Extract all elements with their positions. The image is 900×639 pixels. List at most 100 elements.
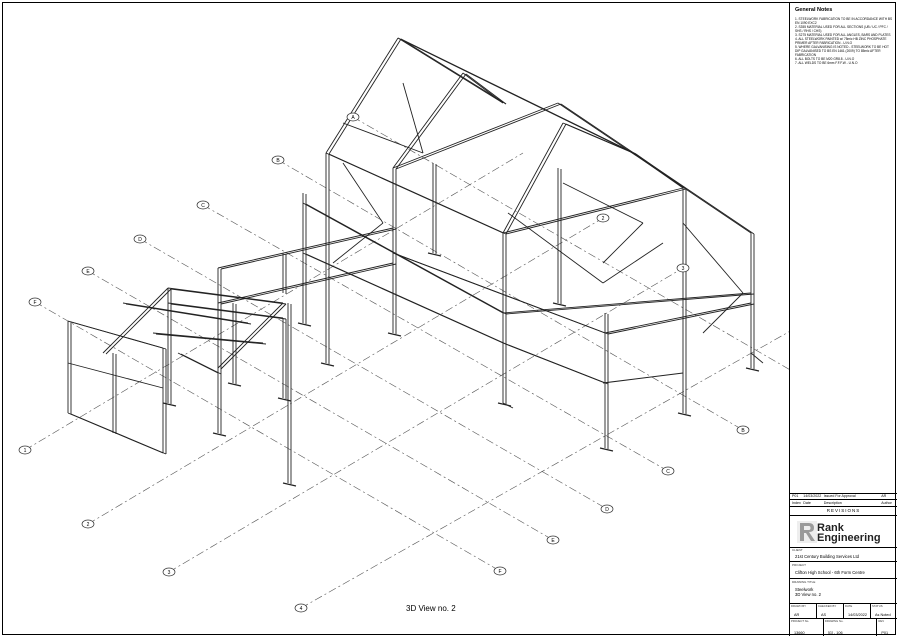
meta-label: PROJECT No. [791,619,810,623]
rank-r-logo-icon [797,521,817,543]
meta-value: P01 [881,631,889,635]
status-cell: STATUS As Noted [871,604,897,618]
notes-heading: General Notes [795,7,833,13]
drawing-title-label: DRAWING TITLE [792,580,816,584]
view-title: 3D View no. 2 [406,604,456,613]
drawing-title-field: DRAWING TITLE Steelwork 3D View no. 2 [790,579,897,604]
meta-label: DRAWN BY [791,604,806,608]
rev-description: Issued For Approval [823,494,856,498]
revision-header-row: Index Date Description Author [790,500,897,507]
meta-value: [G] - 106 [827,631,843,635]
grid-bubble-a: A [346,112,360,122]
client-field: CLIENT 21st Century Building Services Lt… [790,547,897,562]
meta-row-2: PROJECT No. 13660 DRAWING No. [G] - 106 RE… [790,619,897,636]
meta-value: AS [821,613,827,617]
svg-text:E: E [551,538,555,544]
company-name-line1: Rank [817,522,844,534]
rev-author: AR [881,494,887,498]
project-label: PROJECT [792,563,807,567]
revisions-title: REVISIONS [826,508,861,513]
meta-label: CHECKED BY [818,604,837,608]
meta-value: AR [794,613,800,617]
grid-bubble-d: D [133,234,147,244]
meta-label: DATE [845,604,853,608]
note-item: 7. ALL WELDS TO BE 6mm F.F.F.W - U.N.O [795,61,858,65]
grid-bubble-e-end: E [546,535,560,545]
drawing-title-line1: Steelwork [795,587,814,592]
revision-table: P01 14/03/2022 Issued For Approval AR In… [790,493,897,516]
grid-bubble-b-end: B [736,425,750,435]
note-item: 2. S355 MATERIAL USED FOR ALL SECTIONS (… [795,25,888,33]
meta-value: 13660 [794,631,805,635]
note-item: 6. ALL BOLTS TO BE M20 GR8.8 - U.N.O [795,57,855,61]
svg-text:2: 2 [602,216,605,222]
steel-frame-3d-view: AABBCCDDEEFF1223344 [18,37,789,613]
svg-text:C: C [666,469,670,475]
grid-bubble-c: C [196,200,210,210]
rev-date-header: Date [803,501,811,505]
revision-cell: REV P01 [877,619,897,636]
title-block: General Notes 1. STEELWORK FABRICATION T… [789,3,897,636]
project-field: PROJECT Clifton High School - 6th Form C… [790,562,897,579]
grid-bubbles: AABBCCDDEEFF1223344 [18,112,750,613]
company-logo: Rank Engineering [790,515,897,548]
date-cell: DATE 14/03/2022 [844,604,871,618]
drawing-number-cell: DRAWING No. [G] - 106 [824,619,878,636]
meta-label: DRAWING No. [824,619,844,623]
svg-text:B: B [741,428,745,434]
note-item: 4. ALL STEELWORK PAINTED w/ 75mic HB ZIN… [795,37,887,45]
grid-bubble-f: F [28,297,42,307]
drawn-by-cell: DRAWN BY AR [790,604,817,618]
note-item: 5. WHERE GALVANISING IS NOTED - STEELWOR… [795,45,889,57]
grid-bubble-3-end: 3 [676,263,690,273]
svg-text:3: 3 [168,570,171,576]
svg-text:D: D [138,237,142,243]
rev-date: 14/03/2022 [803,494,822,498]
grid-bubble-e: E [81,266,95,276]
grid-bubble-1: 1 [18,445,32,455]
svg-text:3: 3 [682,266,685,272]
project-number-cell: PROJECT No. 13660 [790,619,824,636]
svg-text:E: E [86,269,90,275]
grid-bubble-f-end: F [493,566,507,576]
meta-row-1: DRAWN BY AR CHECKED BY AS DATE 14/03/2022 S… [790,604,897,619]
svg-text:F: F [33,300,36,306]
svg-text:A: A [351,115,355,121]
checked-by-cell: CHECKED BY AS [817,604,844,618]
rev-description-header: Description [823,501,842,505]
client-value: 21st Century Building Services Ltd [795,554,860,559]
drawing-title-line2: 3D View no. 2 [795,592,821,597]
grid-bubble-2: 2 [81,519,95,529]
svg-text:C: C [201,203,205,209]
grid-lines [24,116,789,609]
note-item: 1. STEELWORK FABRICATION TO BE IN ACCORD… [795,17,893,25]
rev-index: P01 [792,494,799,498]
company-name: Rank Engineering [817,522,881,544]
svg-text:F: F [498,569,501,575]
meta-label: STATUS [872,604,883,608]
note-item: 3. S275 MATERIAL USED FOR ALL ANGLES, BA… [795,33,891,37]
rev-author-header: Author [881,501,892,505]
svg-text:B: B [276,158,280,164]
grid-bubble-d-end: D [600,504,614,514]
grid-bubble-4: 4 [294,603,308,613]
general-notes: General Notes 1. STEELWORK FABRICATION T… [790,3,897,494]
company-name-line2: Engineering [817,532,881,544]
revision-row: P01 14/03/2022 Issued For Approval AR [790,493,897,500]
project-value: Clifton High School - 6th Form Centre [795,570,865,575]
svg-text:2: 2 [87,522,90,528]
grid-bubble-2-end: 2 [596,213,610,223]
steel-frame [67,37,764,487]
svg-text:D: D [605,507,609,513]
grid-bubble-3: 3 [162,567,176,577]
grid-bubble-b: B [271,155,285,165]
client-label: CLIENT [792,548,803,552]
drawing-area: AABBCCDDEEFF1223344 3D View no. 2 [3,3,789,636]
grid-bubble-c-end: C [661,466,675,476]
meta-value: As Noted [875,613,891,617]
meta-value: 14/03/2022 [848,613,868,617]
svg-text:4: 4 [300,606,303,612]
meta-label: REV [878,619,885,623]
svg-text:1: 1 [24,448,27,454]
